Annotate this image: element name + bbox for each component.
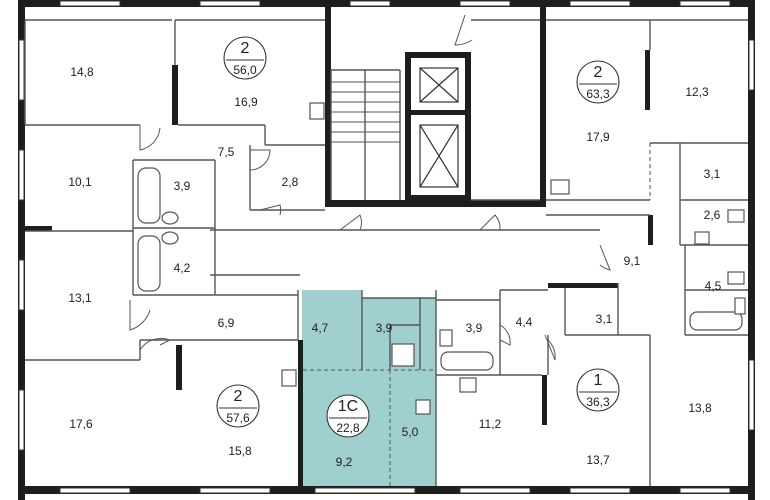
apartment-rooms: 1С (338, 398, 358, 415)
apartment-area: 56,0 (233, 63, 257, 77)
room-area: 12,3 (685, 85, 709, 99)
room-area: 13,7 (586, 453, 610, 467)
partitions (24, 19, 748, 486)
apartment-area: 22,8 (336, 421, 360, 435)
apartment-rooms: 2 (234, 388, 243, 405)
door-swings (129, 14, 611, 361)
room-area: 14,8 (70, 65, 94, 79)
room-area: 3,1 (596, 312, 613, 326)
highlighted-apartment-1c[interactable] (302, 290, 436, 486)
room-area: 4,5 (705, 279, 722, 293)
structural-walls (22, 7, 653, 490)
apartment-rooms: 2 (241, 40, 250, 57)
room-area: 9,1 (624, 254, 641, 268)
room-area: 3,9 (466, 321, 483, 335)
room-area: 17,9 (586, 130, 610, 144)
room-area: 9,2 (336, 455, 353, 469)
apartment-badge-a2[interactable]: 2 63,3 (576, 60, 620, 104)
windows-bottom (59, 487, 731, 494)
room-area: 15,8 (228, 444, 252, 458)
room-area: 13,8 (688, 401, 712, 415)
apartment-area: 57,6 (226, 411, 250, 425)
bathtubs (137, 167, 743, 371)
room-area: 17,6 (69, 417, 93, 431)
room-area: 4,7 (312, 321, 329, 335)
room-labels: 14,8 16,9 12,3 17,9 10,1 7,5 3,9 2,8 3,1… (68, 65, 721, 469)
room-area: 10,1 (68, 175, 92, 189)
apartment-area: 36,3 (586, 395, 610, 409)
room-area: 3,9 (174, 179, 191, 193)
apartment-area: 63,3 (586, 87, 610, 101)
room-area: 6,9 (218, 316, 235, 330)
room-area: 3,9 (376, 321, 393, 335)
windows-sides (18, 39, 755, 451)
apartment-badge-a4[interactable]: 1С 22,8 (326, 394, 370, 438)
apartment-badge-a3[interactable]: 2 57,6 (216, 384, 260, 428)
elevator-shafts (419, 67, 459, 188)
room-area: 2,6 (704, 208, 721, 222)
stair-treads (331, 81, 400, 143)
fixtures (161, 102, 746, 415)
room-area: 16,9 (234, 95, 258, 109)
room-area: 4,2 (174, 261, 191, 275)
dashed-zone-lines (303, 143, 651, 486)
apartment-rooms: 1 (594, 372, 603, 389)
room-area: 5,0 (402, 425, 419, 439)
room-area: 2,8 (282, 175, 299, 189)
windows-top (59, 0, 731, 7)
room-area: 7,5 (218, 145, 235, 159)
room-area: 13,1 (68, 291, 92, 305)
room-area: 3,1 (704, 167, 721, 181)
room-area: 11,2 (479, 417, 502, 431)
apartment-badge-a5[interactable]: 1 36,3 (576, 368, 620, 412)
room-area: 4,4 (516, 315, 533, 329)
apartment-rooms: 2 (594, 64, 603, 81)
apartment-badge-a1[interactable]: 2 56,0 (223, 36, 267, 80)
